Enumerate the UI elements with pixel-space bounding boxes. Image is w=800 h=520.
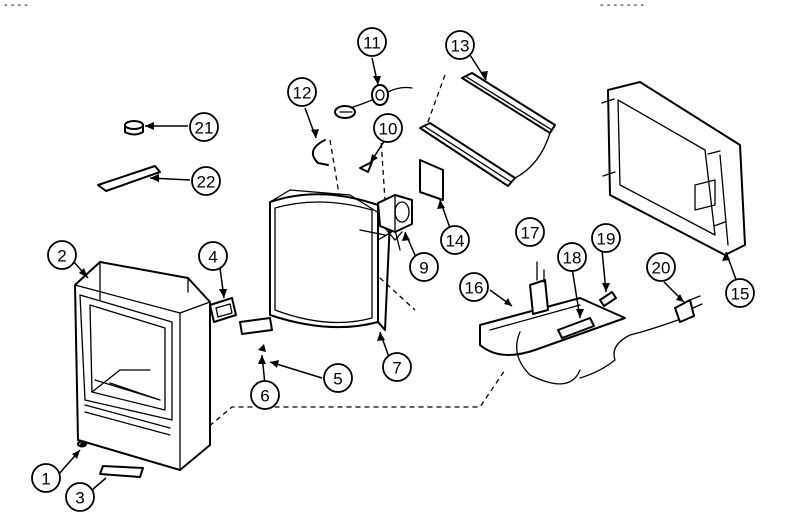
part-picture-tube — [269, 189, 401, 331]
callout-label: 16 — [465, 279, 484, 298]
callout-label: 7 — [392, 359, 401, 378]
callout-16: 16 — [459, 272, 489, 302]
callout-label: 10 — [379, 120, 398, 139]
callout-label: 2 — [57, 247, 66, 266]
part-screw — [77, 440, 87, 448]
callout-label: 15 — [731, 285, 750, 304]
corner-mark-right: - - - - - - - — [600, 0, 644, 11]
callout-20: 20 — [646, 252, 676, 282]
callout-6: 6 — [250, 380, 280, 410]
part-insulation-sheet — [419, 159, 444, 201]
callout-label: 18 — [563, 249, 582, 268]
callout-5: 5 — [323, 363, 353, 393]
callout-2: 2 — [47, 240, 77, 270]
part-front-cabinet — [74, 261, 211, 471]
callout-13: 13 — [445, 30, 475, 60]
corner-mark-left: - - - - — [4, 0, 28, 11]
callout-label: 14 — [446, 232, 465, 251]
callout-18: 18 — [557, 242, 587, 272]
part-heatsink — [557, 317, 595, 339]
callout-label: 11 — [363, 34, 381, 53]
callout-label: 21 — [195, 119, 214, 138]
part-small-nut — [258, 344, 266, 352]
part-component — [599, 291, 617, 307]
callout-17: 17 — [515, 217, 545, 247]
callout-label: 20 — [652, 259, 671, 278]
callout-1: 1 — [31, 463, 61, 493]
callout-label: 9 — [419, 259, 428, 278]
callout-19: 19 — [591, 223, 621, 253]
callout-4: 4 — [198, 241, 228, 271]
callout-11: 11 — [357, 27, 387, 57]
part-back-cabinet — [601, 81, 746, 256]
part-power-cord — [579, 295, 703, 379]
callout-label: 17 — [521, 224, 540, 243]
callout-label: 5 — [333, 370, 342, 389]
part-main-board — [479, 297, 626, 385]
callout-label: 13 — [451, 37, 470, 56]
callout-7: 7 — [382, 352, 412, 382]
callout-label: 22 — [197, 173, 216, 192]
part-degaussing-coil — [419, 72, 556, 187]
part-bracket — [209, 297, 237, 323]
callout-12: 12 — [287, 77, 317, 107]
callout-14: 14 — [440, 225, 470, 255]
callout-10: 10 — [373, 113, 403, 143]
callout-label: 12 — [293, 84, 312, 103]
callout-21: 21 — [189, 112, 219, 142]
part-wedge — [359, 161, 373, 173]
callout-22: 22 — [191, 166, 221, 196]
callout-15: 15 — [725, 278, 755, 308]
part-curved-clip — [311, 139, 329, 166]
part-flyback — [529, 261, 549, 315]
callout-label: 3 — [75, 489, 84, 508]
part-strip — [97, 165, 161, 192]
callout-label: 1 — [41, 470, 50, 489]
callout-arrowheads — [72, 71, 730, 459]
callout-label: 4 — [208, 248, 217, 267]
callout-label: 6 — [260, 387, 269, 406]
part-badge — [99, 465, 144, 478]
callout-label: 19 — [597, 230, 616, 249]
callout-3: 3 — [65, 482, 95, 512]
part-deflection-yoke — [377, 194, 413, 241]
part-knob — [124, 120, 144, 136]
part-anode-cap — [334, 84, 413, 119]
part-plate — [239, 317, 273, 335]
callout-9: 9 — [409, 252, 439, 282]
